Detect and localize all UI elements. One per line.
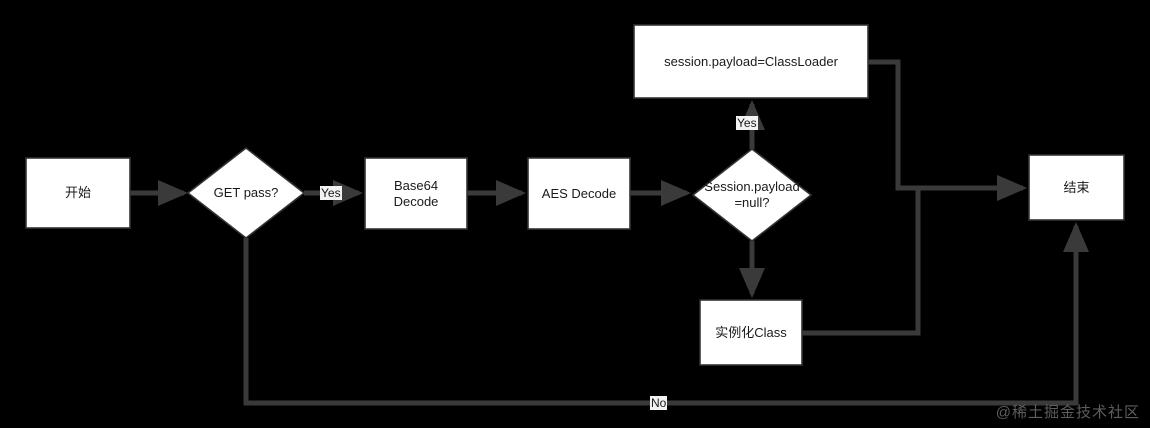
edge-classloader-to-end [868,59,1028,201]
node-start[interactable] [25,157,131,229]
node-classloader[interactable] [633,24,869,99]
node-end[interactable] [1028,154,1125,221]
edge-getpass-to-end-no [243,221,1089,406]
node-payload-null-decision[interactable] [691,147,813,243]
edge-label-yes-payload-null: Yes [736,116,758,130]
edge-instantiate-to-end [802,175,1028,336]
node-get-pass-decision[interactable] [186,146,306,240]
edge-label-no-getpass: No [650,396,668,410]
node-instantiate[interactable] [699,299,803,366]
edge-label-yes-getpass: Yes [320,186,342,200]
node-aes-decode[interactable] [527,157,631,230]
node-base64[interactable] [364,157,468,230]
